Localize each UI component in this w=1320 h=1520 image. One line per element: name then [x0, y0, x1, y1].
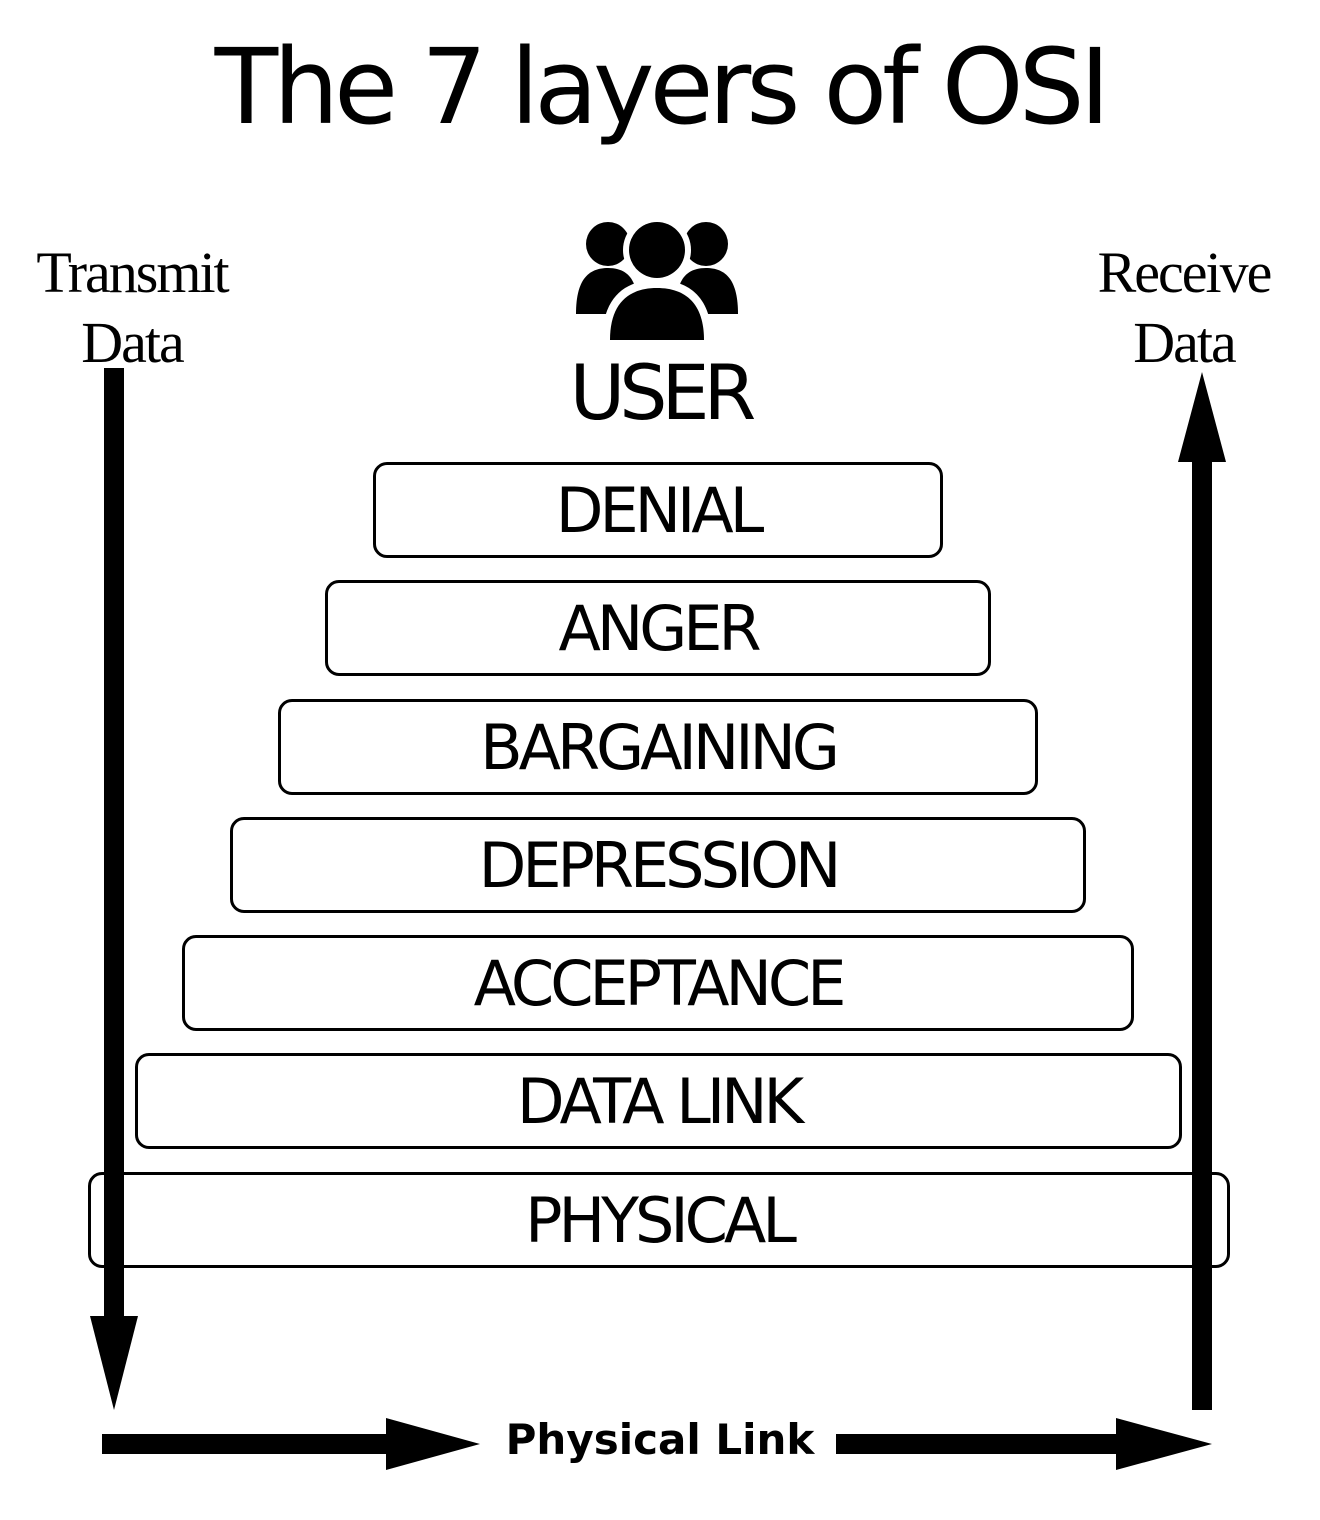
layer-acceptance: ACCEPTANCE [182, 935, 1134, 1031]
receive-data-label-line2: Data [1133, 310, 1237, 375]
receive-data-label: Receive Data [1054, 238, 1314, 378]
receive-arrow-icon [1178, 372, 1226, 1410]
user-label: USER [569, 348, 757, 437]
physical-link-right-arrow-icon [836, 1418, 1212, 1470]
transmit-data-label: Transmit Data [2, 238, 262, 378]
diagram-title: The 7 layers of OSI [214, 26, 1111, 148]
layer-bargaining: BARGAINING [278, 699, 1038, 795]
users-icon [576, 216, 738, 342]
layer-anger: ANGER [325, 580, 991, 676]
layer-physical: PHYSICAL [88, 1172, 1230, 1268]
physical-link-label: Physical Link [505, 1415, 815, 1464]
layer-depression: DEPRESSION [230, 817, 1086, 913]
layer-data-link: DATA LINK [135, 1053, 1182, 1149]
transmit-data-label-line1: Transmit [36, 240, 229, 305]
receive-data-label-line1: Receive [1097, 240, 1273, 305]
transmit-arrow-icon [90, 368, 138, 1410]
physical-link-left-arrow-icon [102, 1418, 480, 1470]
transmit-data-label-line2: Data [81, 310, 185, 375]
layer-denial: DENIAL [373, 462, 943, 558]
